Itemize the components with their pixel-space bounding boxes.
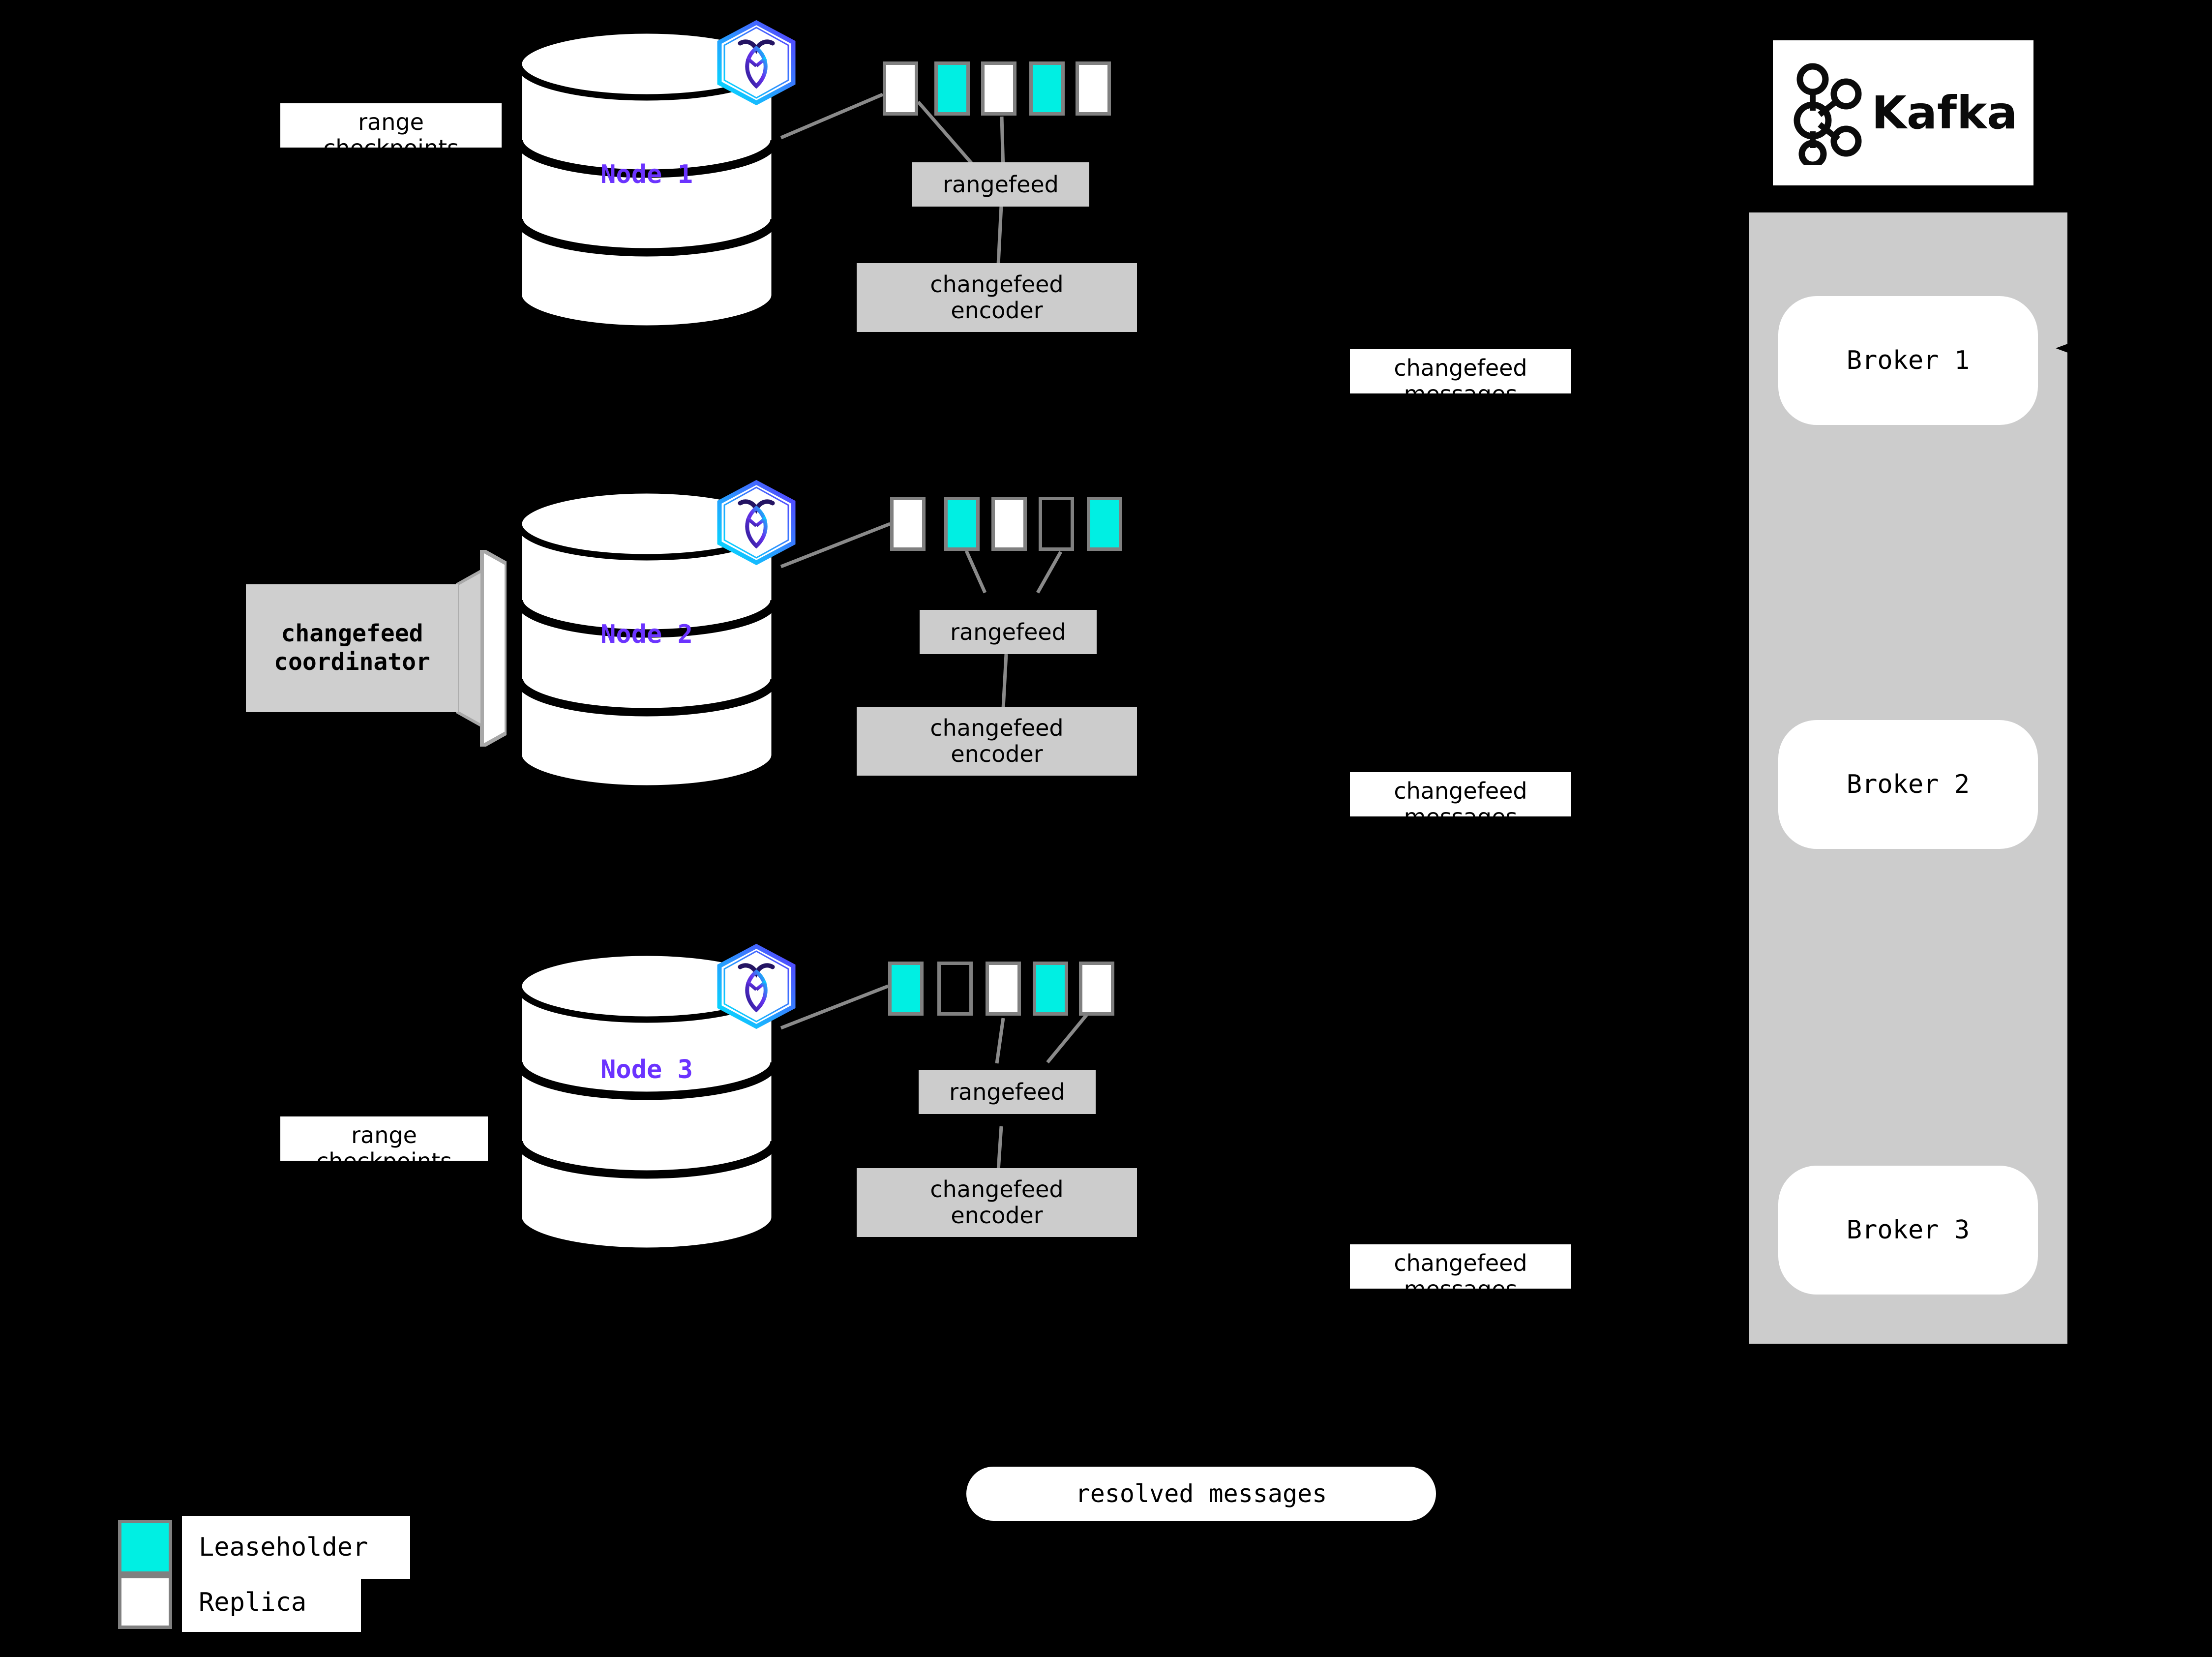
node3-rangefeed-box[interactable]: rangefeed <box>919 1070 1096 1114</box>
range-cell[interactable] <box>991 497 1027 551</box>
node1-database-cylinder: Node 1 <box>514 27 779 332</box>
node1-ranges <box>883 61 1138 116</box>
cockroachdb-logo-icon <box>715 943 798 1029</box>
range-cell[interactable] <box>1087 497 1122 551</box>
node2-changefeed-messages-label: changefeed messages <box>1350 772 1571 830</box>
broker-2[interactable]: Broker 2 <box>1778 720 2038 849</box>
node2-ranges <box>890 497 1146 551</box>
range-cell[interactable] <box>944 497 980 551</box>
node3-ranges <box>888 962 1144 1016</box>
range-cell[interactable] <box>1039 497 1074 551</box>
range-cell[interactable] <box>1076 61 1111 116</box>
node1-label: Node 1 <box>600 160 693 189</box>
node1-changefeed-messages-label: changefeed messages <box>1350 349 1571 407</box>
node2-label: Node 2 <box>600 620 693 649</box>
cockroachdb-logo-icon <box>715 480 798 566</box>
node2-database-cylinder: Node 2 <box>514 487 779 792</box>
node2-changefeed-encoder-box[interactable]: changefeed encoder <box>857 707 1137 776</box>
node3-database-cylinder: Node 3 <box>514 949 779 1254</box>
node1-range-checkpoints-label: range checkpoints <box>280 103 502 161</box>
legend-label-replica: Replica <box>182 1573 361 1632</box>
cockroachdb-logo-icon <box>715 20 798 106</box>
range-cell[interactable] <box>890 497 926 551</box>
resolved-messages-pill[interactable]: resolved messages <box>966 1467 1436 1521</box>
node2-rangefeed-box[interactable]: rangefeed <box>920 610 1097 654</box>
range-cell[interactable] <box>981 61 1016 116</box>
kafka-logo-icon <box>1794 63 1862 165</box>
legend-swatch-replica <box>118 1575 172 1629</box>
node1-rangefeed-box[interactable]: rangefeed <box>912 162 1089 207</box>
node3-changefeed-messages-label: changefeed messages <box>1350 1244 1571 1302</box>
broker-3[interactable]: Broker 3 <box>1778 1166 2038 1295</box>
kafka-logo: Kafka <box>1773 40 2033 185</box>
broker-1[interactable]: Broker 1 <box>1778 296 2038 425</box>
legend-swatch-leaseholder <box>118 1520 172 1575</box>
range-cell[interactable] <box>934 61 970 116</box>
node1-changefeed-encoder-box[interactable]: changefeed encoder <box>857 263 1137 332</box>
range-cell[interactable] <box>888 962 924 1016</box>
node3-label: Node 3 <box>600 1055 693 1085</box>
changefeed-coordinator-label: changefeed coordinator <box>274 620 430 676</box>
range-cell[interactable] <box>937 962 973 1016</box>
range-cell[interactable] <box>1079 962 1114 1016</box>
range-cell[interactable] <box>1033 962 1068 1016</box>
range-cell[interactable] <box>986 962 1021 1016</box>
kafka-logo-text: Kafka <box>1871 87 2018 139</box>
broker-inbound-arrow-icon <box>2056 337 2085 359</box>
kafka-broker-cluster: Broker 1 Broker 2 Broker 3 <box>1749 212 2067 1344</box>
range-cell[interactable] <box>883 61 918 116</box>
range-cell[interactable] <box>1029 61 1065 116</box>
node3-range-checkpoints-label: range checkpoints <box>280 1116 488 1174</box>
changefeed-coordinator-box[interactable]: changefeed coordinator <box>246 546 508 750</box>
legend: Leaseholder Replica <box>118 1516 462 1638</box>
node3-changefeed-encoder-box[interactable]: changefeed encoder <box>857 1168 1137 1237</box>
legend-label-leaseholder: Leaseholder <box>182 1516 410 1579</box>
